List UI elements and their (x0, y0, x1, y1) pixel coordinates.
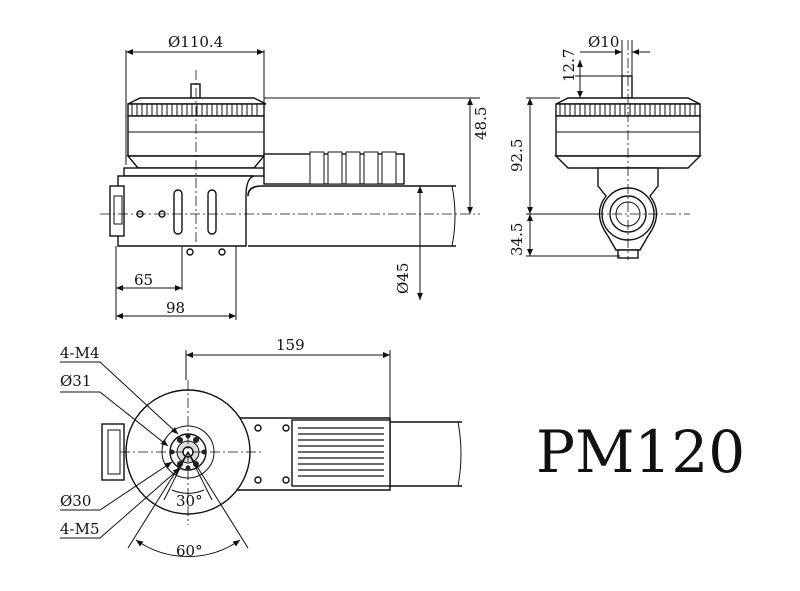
dim-d110-4: Ø110.4 (168, 33, 223, 51)
label-4-m4: 4-M4 (60, 344, 100, 362)
side-view (100, 49, 480, 320)
label-d31: Ø31 (60, 372, 91, 390)
dim-12-7: 12.7 (560, 49, 578, 82)
dim-34-5: 34.5 (508, 223, 526, 256)
dim-65: 65 (134, 271, 153, 289)
dim-98: 98 (166, 299, 185, 317)
label-4-m5: 4-M5 (60, 520, 100, 538)
dim-159: 159 (276, 336, 305, 354)
model-title: PM120 (536, 418, 745, 486)
angle-60: 60° (176, 542, 203, 560)
dim-d45: Ø45 (394, 263, 412, 294)
dim-92-5: 92.5 (508, 139, 526, 172)
label-d30: Ø30 (60, 492, 91, 510)
dim-48-5: 48.5 (472, 107, 490, 140)
angle-30: 30° (176, 492, 203, 510)
top-view (60, 350, 462, 557)
front-view (526, 40, 702, 260)
dim-d10: Ø10 (588, 33, 619, 51)
